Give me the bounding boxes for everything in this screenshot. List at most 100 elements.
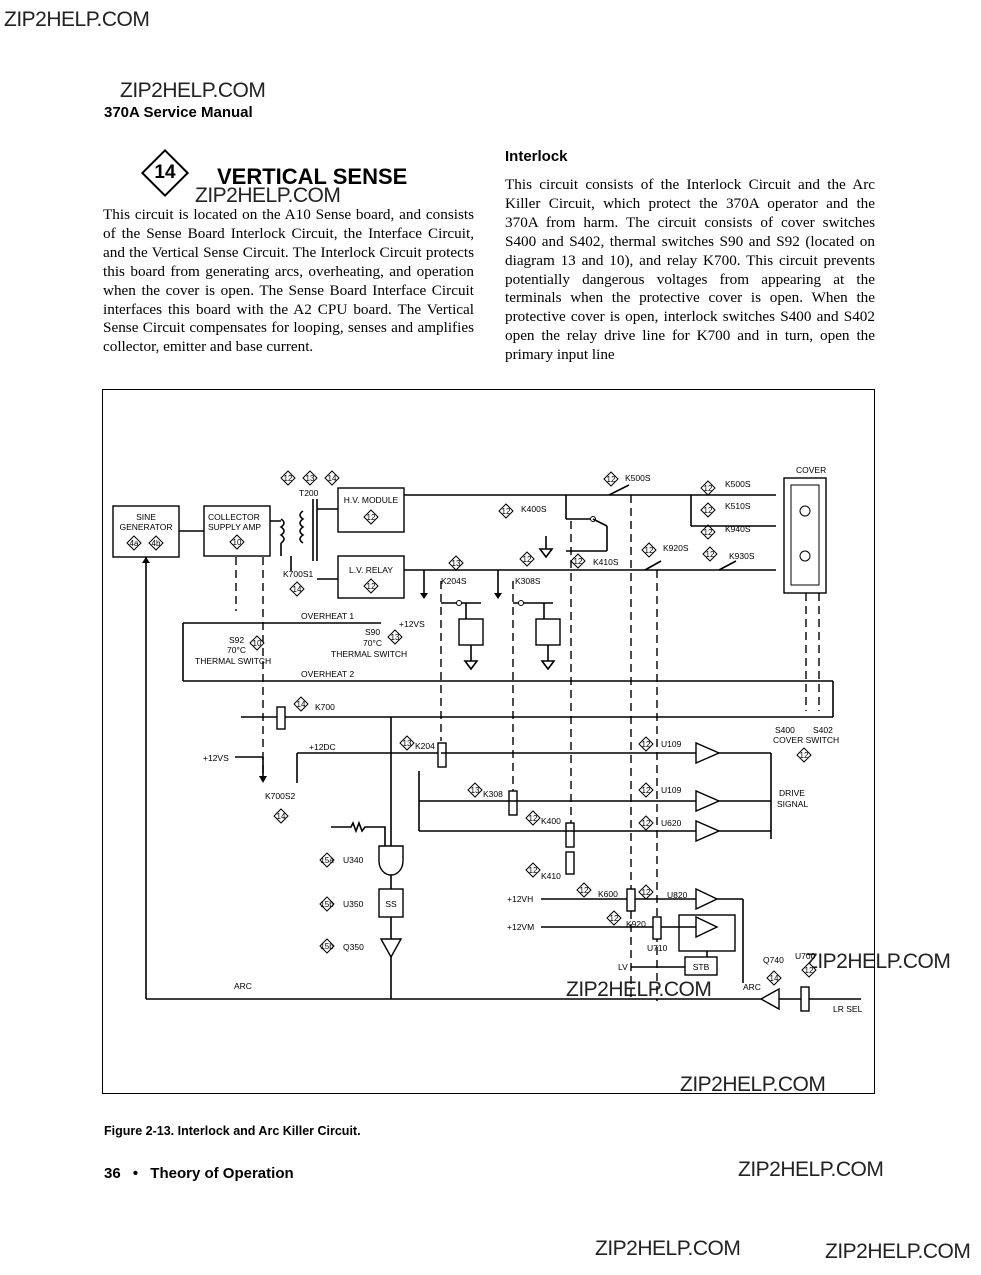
label: SUPPLY AMP	[208, 522, 261, 532]
tag: 4a	[130, 539, 139, 548]
watermark: ZIP2HELP.COM	[825, 1240, 971, 1263]
label: K500S	[725, 479, 751, 489]
label: SS	[385, 899, 397, 909]
label: K510S	[725, 501, 751, 511]
tag: 12	[642, 888, 651, 897]
label: L.V. RELAY	[349, 565, 393, 575]
tag: 10	[253, 639, 262, 648]
label: 70°C	[363, 638, 382, 648]
watermark: ZIP2HELP.COM	[120, 79, 266, 102]
label: THERMAL SWITCH	[195, 656, 271, 666]
manual-title: 370A Service Manual	[104, 104, 253, 121]
tag: 13	[306, 474, 315, 483]
label: +12DC	[309, 742, 336, 752]
label: +12VS	[203, 753, 229, 763]
right-column-text: This circuit consists of the Interlock C…	[505, 176, 875, 364]
tag: 12	[610, 914, 619, 923]
label: H.V. MODULE	[344, 495, 399, 505]
section-heading: 14 VERTICAL SENSE	[140, 148, 442, 204]
label: OVERHEAT 1	[301, 611, 354, 621]
label: OVERHEAT 2	[301, 669, 354, 679]
figure-caption: Figure 2-13. Interlock and Arc Killer Ci…	[104, 1124, 361, 1138]
label: +12VS	[399, 619, 425, 629]
tag: 12	[704, 506, 713, 515]
label: K940S	[725, 524, 751, 534]
label: K410S	[593, 557, 619, 567]
label: K308	[483, 789, 503, 799]
tag: 12	[704, 528, 713, 537]
tag: 12	[706, 550, 715, 559]
label: K500S	[625, 473, 651, 483]
left-column-text: This circuit is located on the A10 Sense…	[103, 206, 474, 356]
label: LR SEL	[833, 1004, 863, 1014]
label: U710	[647, 943, 668, 953]
label: ARC	[743, 982, 761, 992]
label: T200	[299, 488, 319, 498]
cover-block	[783, 477, 827, 594]
tag: 12	[529, 814, 538, 823]
tag: 12	[284, 474, 293, 483]
section-number: 14	[154, 162, 176, 183]
footer-bullet: •	[132, 1165, 139, 1182]
label: K600	[598, 889, 618, 899]
watermark: ZIP2HELP.COM	[195, 184, 341, 207]
tag: 13	[471, 786, 480, 795]
tag: 15b	[320, 942, 334, 951]
tag: 14	[293, 585, 302, 594]
page-number: 36	[104, 1165, 121, 1182]
watermark: ZIP2HELP.COM	[4, 8, 150, 31]
tag: 15a	[320, 856, 334, 865]
tag: 10	[233, 538, 242, 547]
label: K308S	[515, 576, 541, 586]
label: U820	[667, 890, 688, 900]
watermark: ZIP2HELP.COM	[805, 950, 951, 973]
tag: 12	[642, 786, 651, 795]
tag: 12	[805, 966, 814, 975]
label: S90	[365, 627, 380, 637]
tag: 12	[367, 513, 376, 522]
label: S402	[813, 725, 833, 735]
tag: 12	[580, 886, 589, 895]
label: THERMAL SWITCH	[331, 649, 407, 659]
watermark: ZIP2HELP.COM	[680, 1073, 826, 1096]
label: LV	[618, 962, 628, 972]
label: U620	[661, 818, 682, 828]
tag: 12	[502, 507, 511, 516]
tag: 4b	[152, 539, 161, 548]
label: K930S	[729, 551, 755, 561]
tag: 13	[391, 633, 400, 642]
tag: 12	[529, 866, 538, 875]
label: K204S	[441, 576, 467, 586]
figure-frame: SINE GENERATOR 4a 4b COLLECTOR SUPPLY AM…	[102, 389, 875, 1094]
page-footer: 36 • Theory of Operation	[104, 1165, 294, 1182]
label: Q350	[343, 942, 364, 952]
label: K700	[315, 702, 335, 712]
label: K204	[415, 741, 435, 751]
label: +12VM	[507, 922, 534, 932]
label: DRIVE	[779, 788, 805, 798]
tag: 12	[800, 751, 809, 760]
label: U350	[343, 899, 364, 909]
tag: 12	[704, 484, 713, 493]
label: K920S	[663, 543, 689, 553]
tag: 14	[328, 474, 337, 483]
label: COVER	[796, 465, 826, 475]
footer-section: Theory of Operation	[150, 1165, 294, 1182]
label: K920	[626, 919, 646, 929]
label: SINE	[136, 512, 156, 522]
label: STB	[693, 962, 710, 972]
label: ARC	[234, 981, 252, 991]
label: K700S2	[265, 791, 296, 801]
label: K410	[541, 871, 561, 881]
tag: 15b	[320, 900, 334, 909]
label: S92	[229, 635, 244, 645]
label: U700	[795, 951, 816, 961]
label: COLLECTOR	[208, 512, 260, 522]
tag: 12	[642, 740, 651, 749]
tag: 14	[277, 812, 286, 821]
tag: 12	[645, 546, 654, 555]
label: GENERATOR	[119, 522, 172, 532]
label: U109	[661, 785, 682, 795]
tag: 12	[367, 582, 376, 591]
label: U340	[343, 855, 364, 865]
